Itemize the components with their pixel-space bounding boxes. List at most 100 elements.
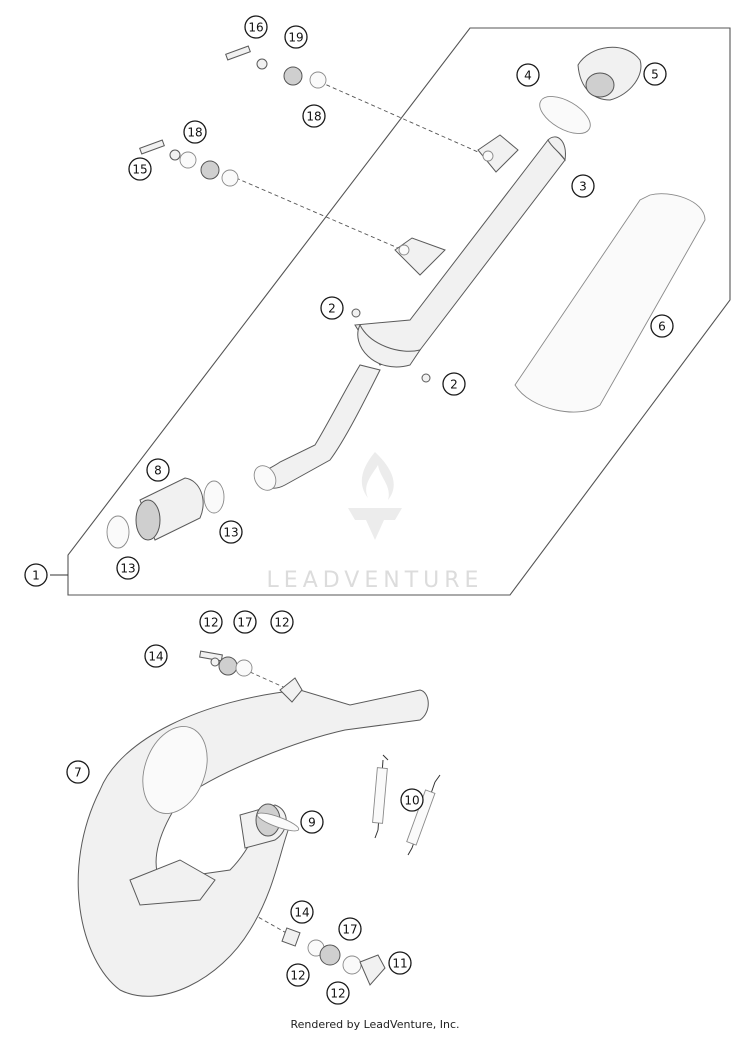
callout-12: 12 (199, 610, 223, 634)
callout-15: 15 (128, 157, 152, 181)
callout-circle (400, 788, 424, 812)
callout-circle (233, 610, 257, 634)
silencer-assembly-frame (67, 27, 731, 596)
seal-ring-lower (106, 515, 130, 549)
callout-number: 9 (308, 816, 316, 830)
callout-circle (116, 556, 140, 580)
callout-circle (516, 63, 540, 87)
header-o-ring (256, 812, 300, 832)
exhaust-springs (372, 754, 441, 856)
callout-circle (442, 372, 466, 396)
callout-number: 2 (450, 378, 458, 392)
callout-number: 17 (342, 923, 357, 937)
callout-circle (388, 951, 412, 975)
callout-circle (244, 15, 268, 39)
callout-number: 14 (148, 650, 163, 664)
callout-circle (290, 900, 314, 924)
callout-19: 19 (284, 25, 308, 49)
callout-17: 17 (233, 610, 257, 634)
callout-circle (650, 314, 674, 338)
silencer-end-cap (577, 46, 642, 101)
callout-number: 12 (330, 987, 345, 1001)
callout-number: 12 (203, 616, 218, 630)
callout-6: 6 (650, 314, 674, 338)
callout-13: 13 (116, 556, 140, 580)
callout-number: 14 (294, 906, 309, 920)
exhaust-header (77, 677, 429, 997)
callout-14: 14 (144, 644, 168, 668)
callout-4: 4 (516, 63, 540, 87)
callout-circle (183, 120, 207, 144)
callout-number: 18 (187, 126, 202, 140)
guide-line-upper (319, 81, 479, 153)
callout-circle (320, 296, 344, 320)
callout-number: 18 (306, 110, 321, 124)
callout-circle (286, 963, 310, 987)
callout-18: 18 (302, 104, 326, 128)
callout-17: 17 (338, 917, 362, 941)
callout-10: 10 (400, 788, 424, 812)
callout-number: 2 (328, 302, 336, 316)
callout-number: 11 (392, 957, 407, 971)
callout-number: 12 (274, 616, 289, 630)
callout-number: 10 (404, 794, 419, 808)
callout-circle (128, 157, 152, 181)
guide-line-lower (235, 177, 399, 249)
callout-circle (270, 610, 294, 634)
callout-number: 13 (120, 562, 135, 576)
callout-circle (643, 62, 667, 86)
o-ring (539, 96, 591, 134)
callout-circle (144, 644, 168, 668)
rivet-lower (421, 373, 431, 383)
callout-number: 17 (237, 616, 252, 630)
callout-number: 6 (658, 320, 666, 334)
callout-9: 9 (300, 810, 324, 834)
callout-12: 12 (286, 963, 310, 987)
callout-circle (338, 917, 362, 941)
callout-11: 11 (388, 951, 412, 975)
callout-1: 1 (24, 563, 48, 587)
exhaust-sleeve (135, 477, 204, 541)
callout-12: 12 (326, 981, 350, 1005)
callout-circle (284, 25, 308, 49)
callout-18: 18 (183, 120, 207, 144)
callout-2: 2 (442, 372, 466, 396)
callout-8: 8 (146, 458, 170, 482)
seal-ring-upper (203, 480, 225, 514)
callout-circle (66, 760, 90, 784)
upper-fasteners (139, 45, 327, 187)
callout-number: 19 (288, 31, 303, 45)
callout-12: 12 (270, 610, 294, 634)
callout-number: 7 (74, 766, 82, 780)
callout-circle (300, 810, 324, 834)
callout-number: 3 (579, 180, 587, 194)
silencer-link-pipe (257, 364, 381, 489)
callout-number: 4 (524, 69, 532, 83)
callout-circle (24, 563, 48, 587)
callout-number: 8 (154, 464, 162, 478)
callout-13: 13 (219, 520, 243, 544)
callout-14: 14 (290, 900, 314, 924)
header-fasteners (199, 650, 386, 986)
callout-number: 1 (32, 569, 40, 583)
watermark: LEADVENTURE (267, 452, 484, 593)
callout-number: 5 (651, 68, 659, 82)
callout-circle (219, 520, 243, 544)
callout-3: 3 (571, 174, 595, 198)
callout-number: 12 (290, 969, 305, 983)
callout-circle (326, 981, 350, 1005)
silencer-body (354, 134, 566, 368)
callout-number: 16 (248, 21, 263, 35)
watermark-text: LEADVENTURE (267, 568, 484, 593)
callout-number: 15 (132, 163, 147, 177)
callout-7: 7 (66, 760, 90, 784)
callout-circle (146, 458, 170, 482)
rivet-upper (351, 308, 361, 318)
callout-number: 13 (223, 526, 238, 540)
callout-circle (302, 104, 326, 128)
callout-circle (199, 610, 223, 634)
callout-5: 5 (643, 62, 667, 86)
callout-circle (571, 174, 595, 198)
